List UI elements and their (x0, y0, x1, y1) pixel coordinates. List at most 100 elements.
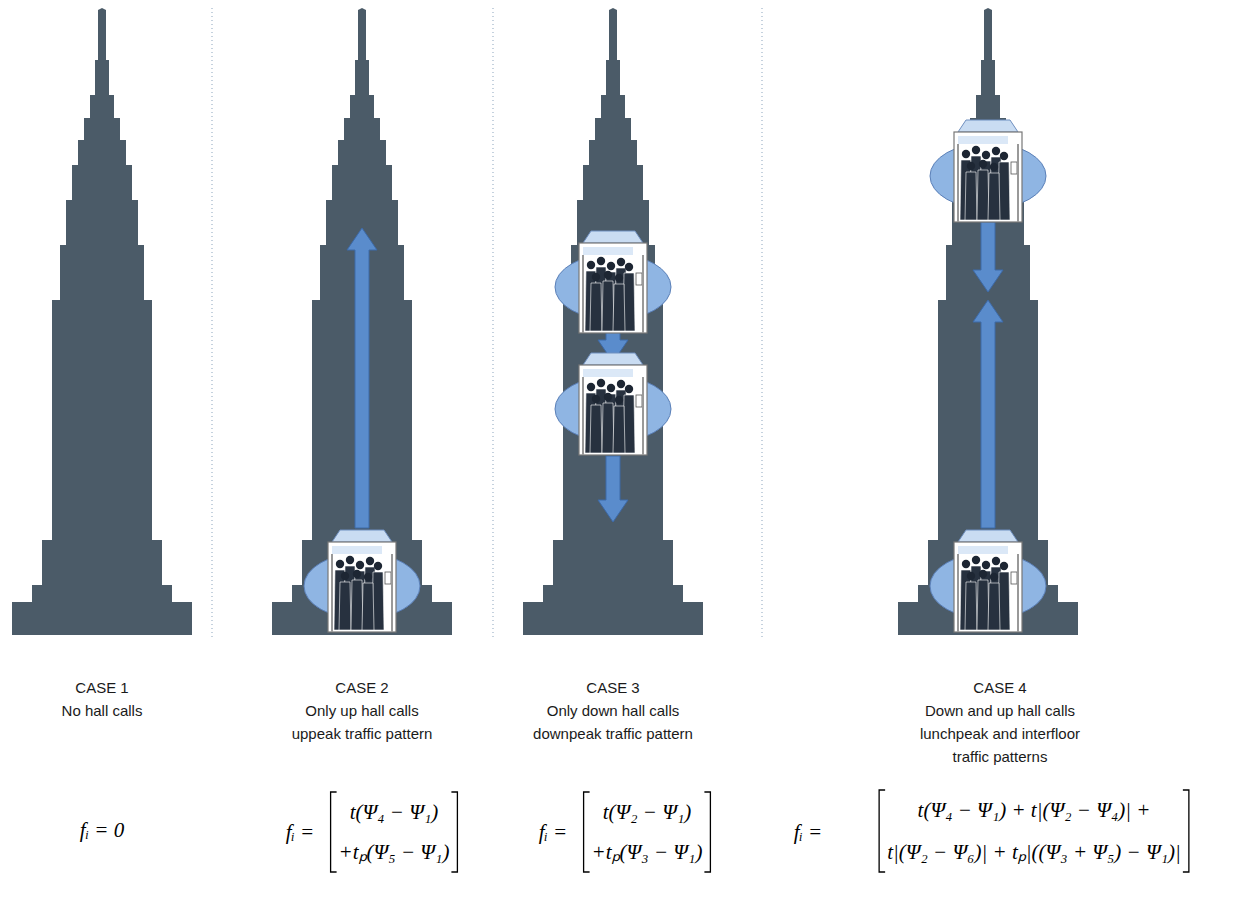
car-light (958, 546, 1008, 554)
door-edge (582, 255, 584, 333)
car-canopy (332, 530, 392, 542)
formula: fᵢ = (286, 820, 315, 844)
passenger-head (962, 150, 970, 158)
passenger-head (366, 557, 374, 565)
car-canopy (958, 530, 1018, 542)
panel-separator (761, 8, 762, 640)
formula: t|(Ψ₂ − Ψ₆)| + tₚ|((Ψ₃ + Ψ₅) − Ψ₁)| (887, 840, 1181, 864)
passenger-head (336, 560, 344, 568)
formula: +tₚ(Ψ₃ − Ψ₁) (592, 840, 703, 864)
passenger-head (992, 147, 1000, 155)
passenger-body (988, 583, 1000, 630)
passenger-body (988, 173, 1000, 220)
passenger-head (353, 570, 361, 578)
passenger-head (625, 263, 633, 271)
travel-arrow (973, 300, 1003, 528)
car-frame (954, 542, 1022, 632)
door-edge (957, 554, 959, 632)
passenger-head (597, 257, 605, 265)
passenger-body (590, 283, 602, 331)
passenger-head (604, 393, 612, 401)
building-silhouette (523, 8, 703, 635)
passenger-body (977, 170, 989, 220)
passenger-body (602, 281, 614, 331)
car-frame (328, 542, 396, 632)
formula: t(Ψ₂ − Ψ₁) (603, 800, 692, 824)
passenger-head (592, 273, 600, 281)
door-edge (642, 377, 644, 455)
formula: +tₚ(Ψ₅ − Ψ₁) (339, 840, 450, 864)
case-caption: Only up hall calls (305, 702, 418, 720)
car-canopy (583, 353, 643, 365)
formula: fᵢ = (539, 820, 568, 844)
passenger-head (346, 556, 354, 564)
door-edge (331, 554, 333, 632)
passenger-head (979, 570, 987, 578)
passenger-head (587, 383, 595, 391)
passenger-head (341, 572, 349, 580)
car-frame (579, 365, 647, 455)
door-edge (391, 554, 393, 632)
car-light (583, 369, 633, 377)
travel-arrow (973, 222, 1003, 292)
elevator-car (930, 120, 1046, 222)
formula: fᵢ = 0 (80, 818, 124, 842)
building-silhouette (898, 8, 1078, 635)
button-panel (385, 572, 391, 584)
car-frame (579, 243, 647, 333)
passenger-body (965, 172, 977, 220)
passenger-head (992, 557, 1000, 565)
button-panel (1011, 572, 1017, 584)
button-panel (1011, 162, 1017, 174)
passenger-head (364, 573, 372, 581)
passenger-body (339, 582, 351, 630)
passenger-head (374, 562, 382, 570)
button-panel (636, 273, 642, 285)
passenger-head (615, 396, 623, 404)
passenger-head (972, 556, 980, 564)
passenger-head (592, 395, 600, 403)
case-caption: lunchpeak and interfloor (920, 725, 1080, 743)
passenger-head (615, 274, 623, 282)
case-caption: No hall calls (62, 702, 143, 720)
elevator-car (304, 530, 420, 632)
case-title: CASE 4 (973, 679, 1026, 697)
passenger-head (979, 160, 987, 168)
door-edge (1017, 554, 1019, 632)
panel-separator (492, 8, 493, 640)
passenger-head (982, 151, 990, 159)
building-silhouette (12, 8, 192, 635)
passenger-head (617, 380, 625, 388)
car-frame (954, 132, 1022, 222)
passenger-head (607, 384, 615, 392)
passenger-body (965, 582, 977, 630)
elevator-car (930, 530, 1046, 632)
passenger-head (597, 379, 605, 387)
case-title: CASE 1 (75, 679, 128, 697)
passenger-head (967, 572, 975, 580)
passenger-head (617, 258, 625, 266)
formula-bracket (1183, 790, 1189, 872)
formula-bracket (451, 792, 457, 872)
formula: t(Ψ₄ − Ψ₁) (350, 800, 439, 824)
passenger-head (587, 261, 595, 269)
formula-bracket (879, 790, 885, 872)
formula: t(Ψ₄ − Ψ₁) + t|(Ψ₂ − Ψ₄)| + (918, 798, 1151, 822)
passenger-head (962, 560, 970, 568)
formula: fᵢ = (794, 820, 823, 844)
passenger-head (1000, 562, 1008, 570)
car-light (583, 247, 633, 255)
formula-bracket (331, 792, 337, 872)
formula-bracket (704, 792, 710, 872)
panel-separator (211, 8, 212, 640)
passenger-body (602, 403, 614, 453)
passenger-body (613, 406, 625, 453)
case-caption: traffic patterns (953, 748, 1048, 766)
passenger-body (590, 405, 602, 453)
passenger-body (613, 284, 625, 331)
passenger-head (967, 162, 975, 170)
passenger-head (990, 573, 998, 581)
button-panel (636, 395, 642, 407)
